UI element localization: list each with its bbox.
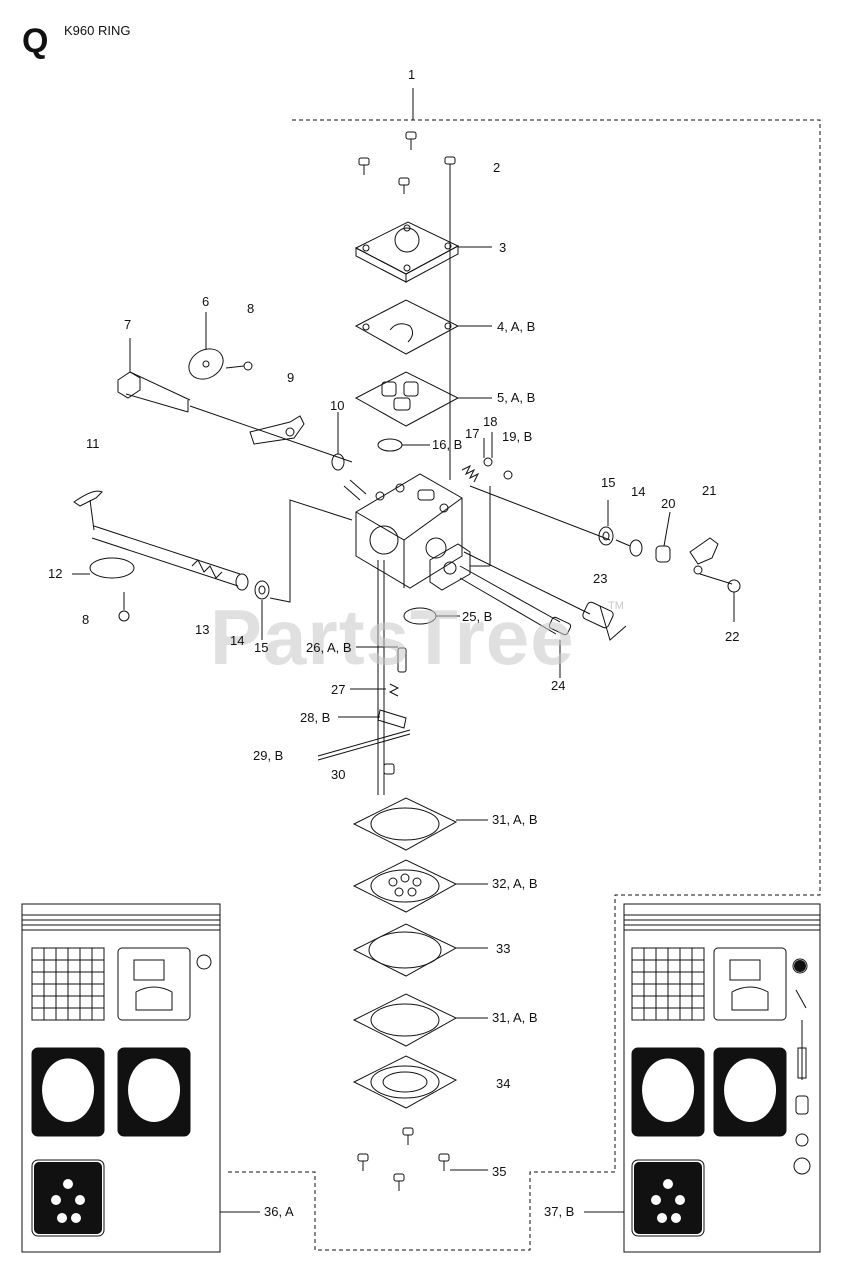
- callout: 11: [86, 436, 100, 451]
- callout: 12: [48, 566, 63, 581]
- callout: 23: [593, 571, 608, 586]
- callout: 4, A, B: [497, 319, 536, 334]
- gasket-31-top: [352, 797, 458, 851]
- callout: 8: [82, 612, 90, 627]
- callout: 31, A, B: [492, 812, 538, 827]
- callout: 7: [124, 317, 132, 332]
- callout: 21: [702, 483, 717, 498]
- callout: 18: [483, 414, 498, 429]
- carburetor-body: [343, 473, 471, 591]
- callout: 30: [331, 767, 346, 782]
- choke-plate: [89, 557, 135, 579]
- section-letter: Q: [22, 22, 49, 60]
- callout: 10: [330, 398, 345, 413]
- callout: 26, A, B: [306, 640, 352, 655]
- callout: 8: [247, 301, 255, 316]
- diaphragm-5: [354, 371, 460, 427]
- model-title: K960 RING: [64, 23, 131, 38]
- callout: 3: [499, 240, 507, 255]
- callout: 33: [496, 941, 511, 956]
- callout: 29, B: [253, 748, 284, 763]
- callout: 14: [230, 633, 245, 648]
- callout: 16, B: [432, 437, 463, 452]
- callout: 35: [492, 1164, 507, 1179]
- callout: 1: [408, 67, 416, 82]
- callout: 17: [465, 426, 480, 441]
- adjuster-needles: [459, 551, 614, 678]
- callout: 5, A, B: [497, 390, 536, 405]
- pump-cover-34: [352, 1055, 458, 1109]
- cover-plate: [354, 221, 460, 283]
- callout: 27: [331, 682, 346, 697]
- callout: 25, B: [462, 609, 493, 624]
- bottom-screw-group: [357, 1127, 450, 1191]
- assembly-dashed-outline: [225, 119, 821, 1251]
- watermark-trademark: TM: [608, 600, 624, 612]
- callout: 24: [551, 678, 566, 693]
- choke-shaft: [73, 490, 241, 587]
- callout: 32, A, B: [492, 876, 538, 891]
- top-screw-group: [358, 131, 456, 194]
- callout: 20: [661, 496, 676, 511]
- gasket-4: [354, 299, 460, 355]
- callout: 22: [725, 629, 740, 644]
- callout: 34: [496, 1076, 511, 1091]
- throttle-shaft: [117, 371, 353, 463]
- watermark: PartsTree: [210, 593, 575, 681]
- gasket-33: [352, 923, 458, 977]
- callout: 28, B: [300, 710, 331, 725]
- diaphragm-32: [352, 859, 458, 913]
- throttle-lever: [249, 415, 305, 445]
- callout: 13: [195, 622, 210, 637]
- callout: 6: [202, 294, 210, 309]
- callout: 37, B: [544, 1204, 575, 1219]
- callout: 15: [601, 475, 616, 490]
- callout: 2: [493, 160, 501, 175]
- throttle-plate: [188, 348, 224, 380]
- callout: 31, A, B: [492, 1010, 538, 1025]
- callout: 19, B: [502, 429, 533, 444]
- gasket-31-bottom: [352, 993, 458, 1047]
- callout: 14: [631, 484, 646, 499]
- callout: 9: [287, 370, 295, 385]
- callout: 36, A: [264, 1204, 294, 1219]
- callout: 15: [254, 640, 269, 655]
